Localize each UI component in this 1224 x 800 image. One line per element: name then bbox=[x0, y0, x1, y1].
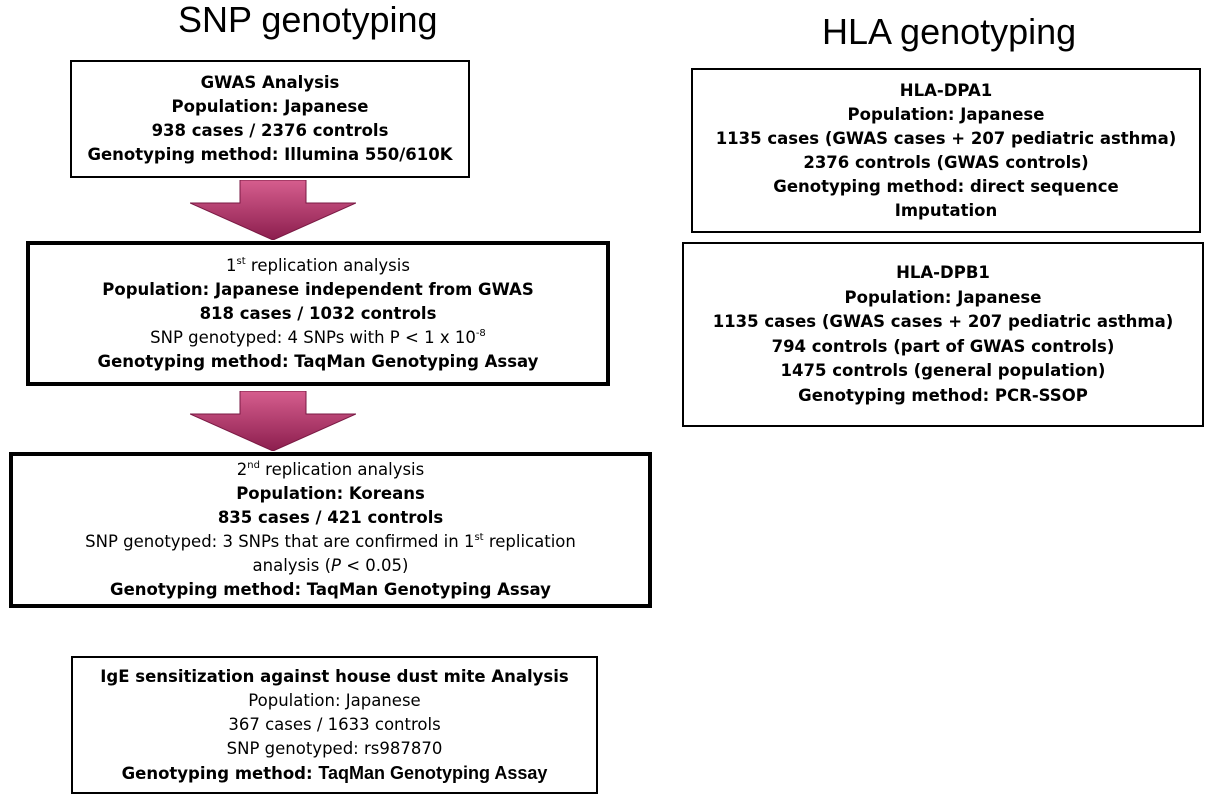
rep1-population: Population: Japanese independent from GW… bbox=[102, 279, 534, 299]
rep2-method: Genotyping method: TaqMan Genotyping Ass… bbox=[110, 580, 551, 599]
gwas-samples: 938 cases / 2376 controls bbox=[151, 121, 389, 140]
dpa1-method-imputation: Imputation bbox=[894, 200, 998, 220]
dpa1-cases: 1135 cases (GWAS cases + 207 pediatric a… bbox=[715, 128, 1177, 148]
dpb1-cases: 1135 cases (GWAS cases + 207 pediatric a… bbox=[712, 312, 1174, 331]
ige-population: Population: Japanese bbox=[248, 690, 421, 710]
dpa1-method: Genotyping method: direct sequence bbox=[773, 176, 1119, 196]
gwas-population: Population: Japanese bbox=[171, 97, 369, 116]
down-arrow-2 bbox=[190, 391, 356, 451]
ige-samples: 367 cases / 1633 controls bbox=[228, 714, 441, 734]
dpb1-population: Population: Japanese bbox=[844, 287, 1042, 307]
dpa1-controls: 2376 controls (GWAS controls) bbox=[803, 152, 1089, 172]
ige-title: IgE sensitization against house dust mit… bbox=[100, 666, 569, 686]
dpb1-controls-general: 1475 controls (general population) bbox=[780, 361, 1106, 380]
rep1-samples: 818 cases / 1032 controls bbox=[199, 303, 437, 323]
rep1-title: 1st replication analysis bbox=[226, 255, 410, 275]
gwas-title: GWAS Analysis bbox=[200, 73, 340, 92]
ige-method: Genotyping method: TaqMan Genotyping Ass… bbox=[121, 762, 548, 783]
hla-genotyping-heading: HLA genotyping bbox=[822, 11, 1077, 52]
second-replication-box: 2nd replication analysis Population: Kor… bbox=[9, 452, 652, 608]
dpa1-population: Population: Japanese bbox=[847, 104, 1045, 124]
gwas-method: Genotyping method: Illumina 550/610K bbox=[87, 145, 453, 164]
rep1-method: Genotyping method: TaqMan Genotyping Ass… bbox=[97, 351, 539, 371]
dpb1-method: Genotyping method: PCR-SSOP bbox=[798, 385, 1088, 405]
dpb1-controls-gwas: 794 controls (part of GWAS controls) bbox=[771, 336, 1115, 356]
rep2-snp-genotyped-line2: analysis (P < 0.05) bbox=[252, 556, 409, 575]
rep2-snp-genotyped: SNP genotyped: 3 SNPs that are confirmed… bbox=[85, 532, 576, 551]
dpa1-title: HLA-DPA1 bbox=[899, 80, 993, 100]
hla-dpa1-box: HLA-DPA1 Population: Japanese 1135 cases… bbox=[691, 68, 1201, 233]
hla-dpb1-box: HLA-DPB1 Population: Japanese 1135 cases… bbox=[682, 242, 1204, 427]
rep2-population: Population: Koreans bbox=[236, 484, 425, 503]
dpb1-title: HLA-DPB1 bbox=[896, 263, 990, 282]
down-arrow-1 bbox=[190, 180, 356, 240]
gwas-analysis-box: GWAS Analysis Population: Japanese 938 c… bbox=[70, 60, 470, 178]
rep2-title: 2nd replication analysis bbox=[236, 460, 425, 479]
snp-genotyping-heading: SNP genotyping bbox=[178, 0, 438, 40]
ige-snp-genotyped: SNP genotyped: rs987870 bbox=[226, 738, 443, 758]
rep1-snp-genotyped: SNP genotyped: 4 SNPs with P < 1 x 10-8 bbox=[150, 327, 486, 347]
rep2-samples: 835 cases / 421 controls bbox=[217, 508, 444, 527]
first-replication-box: 1st replication analysis Population: Jap… bbox=[26, 241, 610, 386]
ige-sensitization-box: IgE sensitization against house dust mit… bbox=[71, 656, 598, 794]
